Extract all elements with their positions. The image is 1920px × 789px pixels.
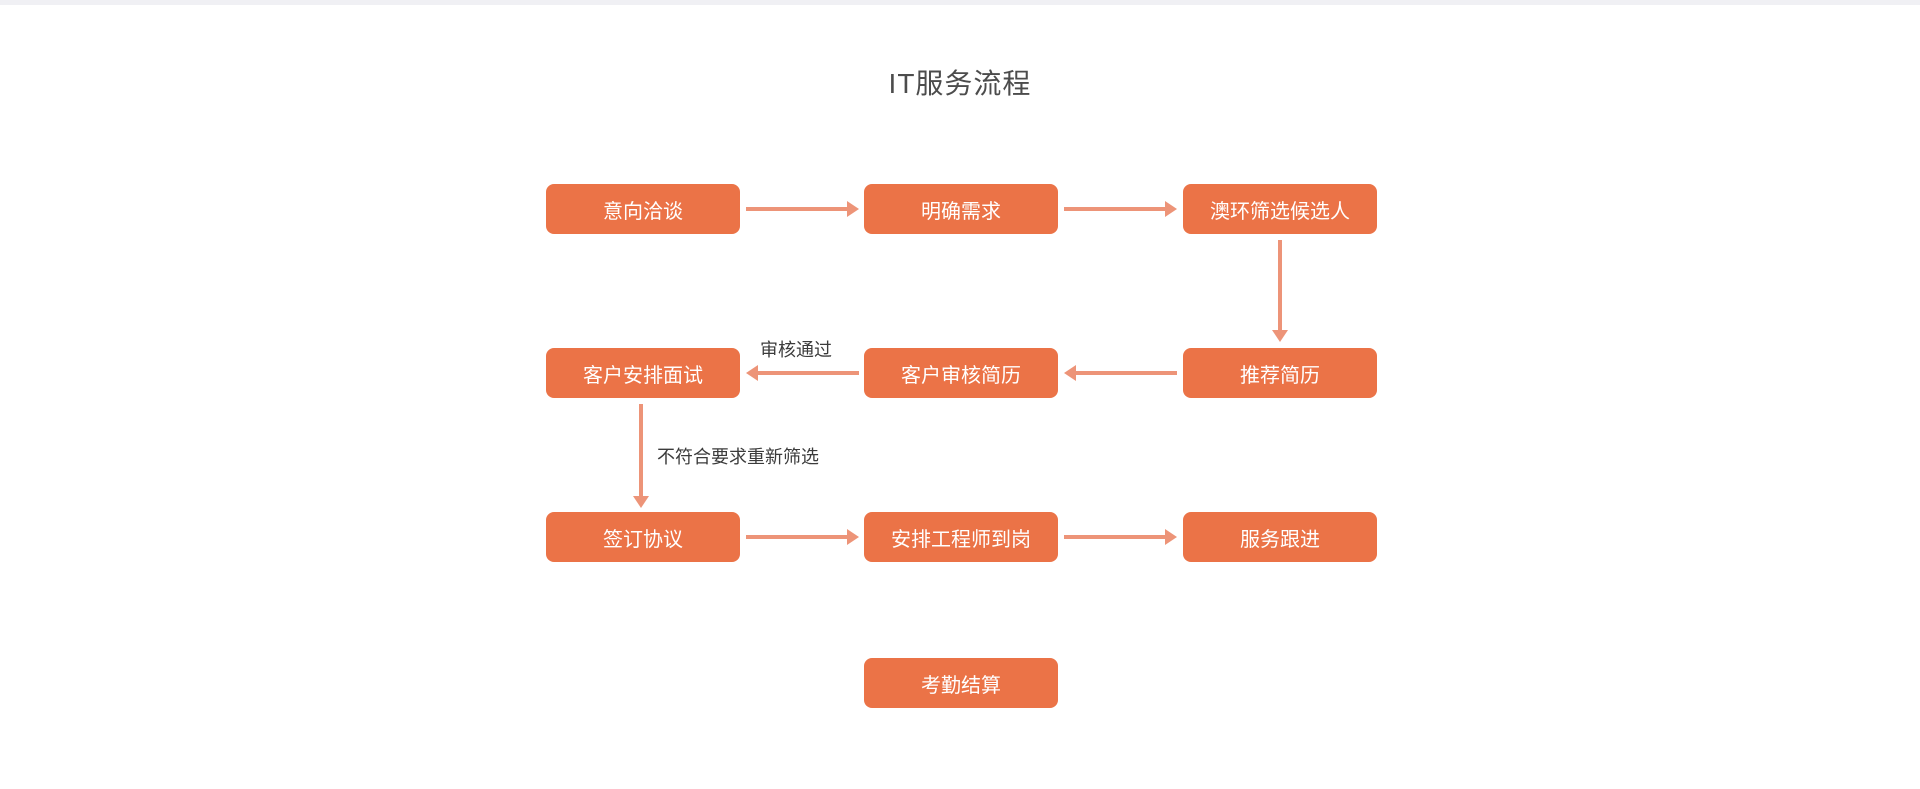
flow-node-service-follow-up: 服务跟进 xyxy=(1183,512,1377,562)
edge-label-rescreen: 不符合要求重新筛选 xyxy=(657,447,819,467)
flow-node-intent-talk: 意向洽谈 xyxy=(546,184,740,234)
arrow-onboarding-to-follow-icon xyxy=(1064,529,1177,545)
flow-node-recommend-resume: 推荐简历 xyxy=(1183,348,1377,398)
arrow-recommend-to-review-icon xyxy=(1064,365,1177,381)
arrow-clarify-to-screening-icon xyxy=(1064,201,1177,217)
flow-node-candidate-screening: 澳环筛选候选人 xyxy=(1183,184,1377,234)
arrow-interview-to-sign-icon xyxy=(633,404,649,508)
arrow-intent-to-clarify-icon xyxy=(746,201,859,217)
arrow-sign-to-onboarding-icon xyxy=(746,529,859,545)
flow-node-clarify-requirements: 明确需求 xyxy=(864,184,1058,234)
top-border xyxy=(0,0,1920,5)
flow-node-client-review-resume: 客户审核简历 xyxy=(864,348,1058,398)
flow-node-engineer-onboarding: 安排工程师到岗 xyxy=(864,512,1058,562)
diagram-title: IT服务流程 xyxy=(888,68,1032,99)
flow-node-sign-agreement: 签订协议 xyxy=(546,512,740,562)
arrow-review-to-interview-icon xyxy=(746,365,859,381)
arrow-screening-to-recommend-icon xyxy=(1272,240,1288,342)
edge-label-audit-pass: 审核通过 xyxy=(760,340,832,360)
flow-node-attendance-settlement: 考勤结算 xyxy=(864,658,1058,708)
flow-node-client-arrange-interview: 客户安排面试 xyxy=(546,348,740,398)
